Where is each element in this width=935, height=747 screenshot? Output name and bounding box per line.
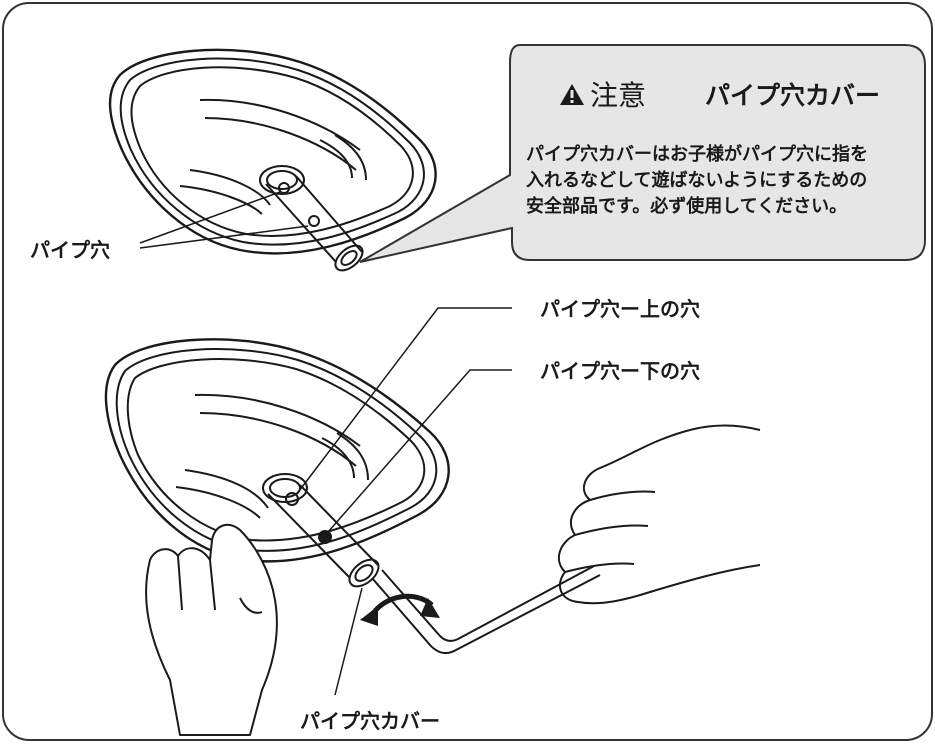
caution-callout: 注意 パイプ穴カバー パイプ穴カバーはお子様がパイプ穴に指を 入れるなどして遊ば… [359,44,926,263]
pipe-hole-leaders [139,191,309,249]
label-lower-hole: パイプ穴ー下の穴 [540,359,700,383]
caution-heading: 注意 [590,79,646,112]
rotation-arrow-icon [360,593,440,626]
caution-body-line-3: 安全部品です。必ず使用してください。 [526,195,847,217]
caution-body-line-2: 入れるなどして遊ばないようにするための [526,169,867,191]
label-upper-hole: パイプ穴ー上の穴 [540,297,700,321]
caution-subject: パイプ穴カバー [705,81,880,110]
callout-bubble [359,44,926,263]
warning-triangle-icon [560,84,584,105]
label-pipe-hole: パイプ穴 [30,238,110,262]
caution-body-line-1: パイプ穴カバーはお子様がパイプ穴に指を [526,143,868,165]
right-hand-illustration [557,424,761,605]
bottom-leaders [295,307,512,696]
hex-key-tool [371,565,601,655]
seat-illustration-top [108,48,437,272]
left-hand-illustration [145,523,278,736]
label-pipe-hole-cover: パイプ穴カバー [300,709,440,733]
seat-illustration-bottom [104,338,450,588]
